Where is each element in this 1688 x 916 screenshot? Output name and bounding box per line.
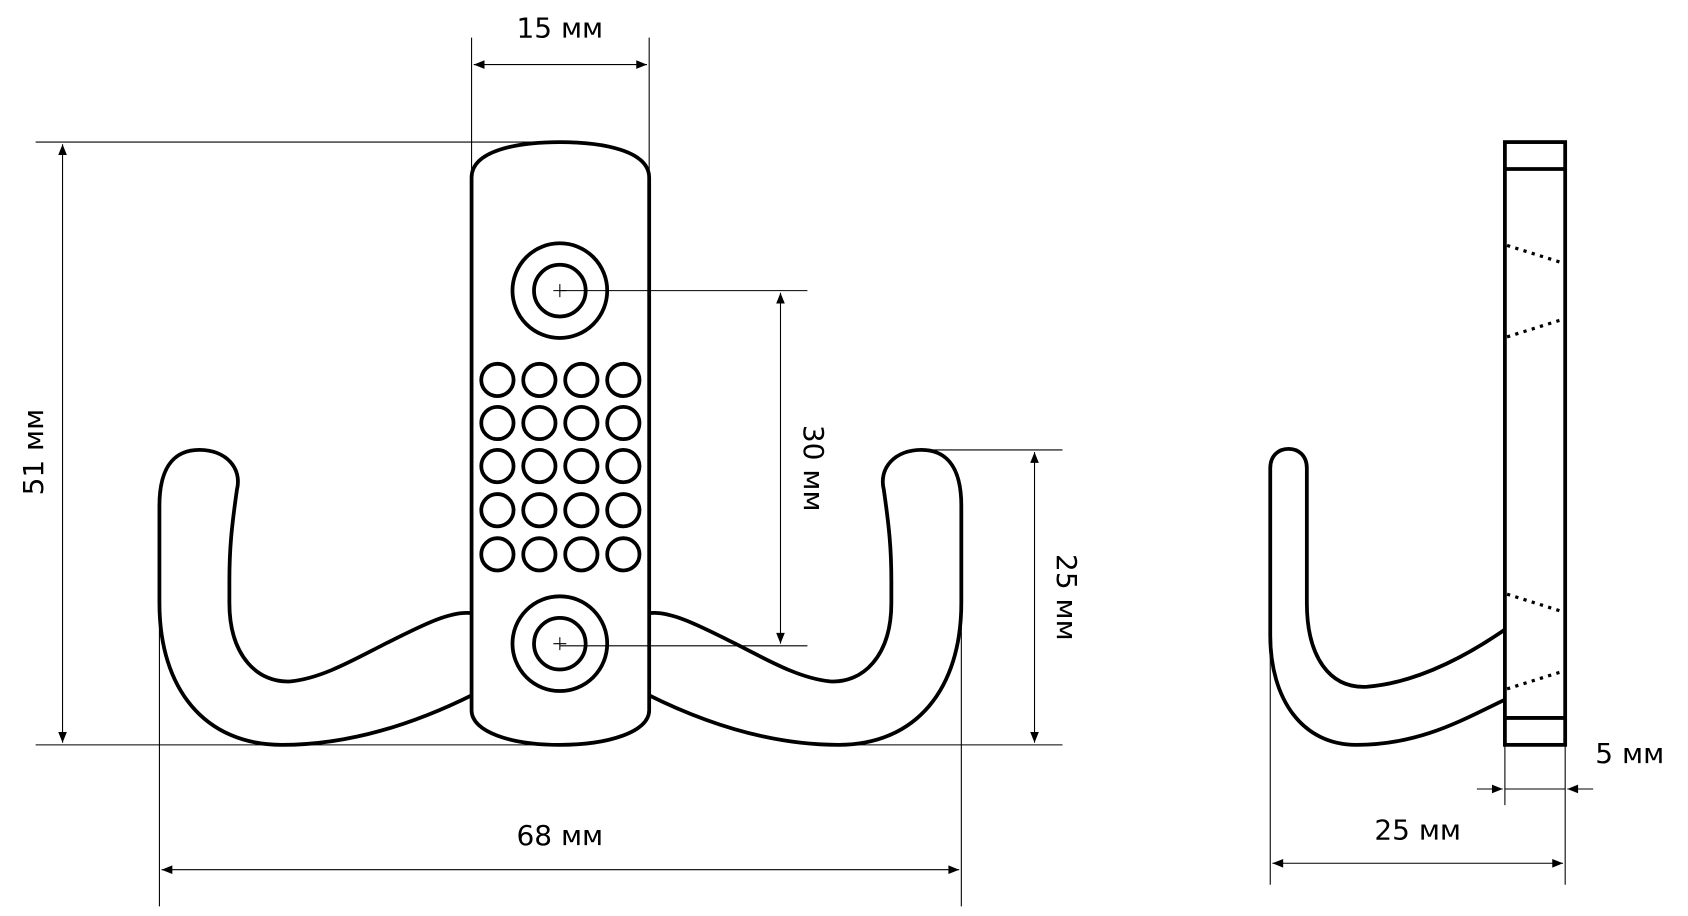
decorative-dot	[563, 492, 600, 529]
decorative-dot	[605, 492, 642, 529]
decorative-dot	[521, 404, 558, 442]
decorative-dot	[521, 448, 558, 485]
total-height-label: 51 мм	[17, 409, 50, 496]
decorative-dot	[521, 536, 558, 573]
decorative-dot	[479, 448, 516, 485]
decorative-dot	[605, 404, 642, 442]
decorative-dot	[605, 361, 642, 398]
decorative-dot	[605, 448, 642, 485]
front-view	[157, 140, 964, 747]
side-view	[1268, 140, 1568, 747]
side-hook-arm	[1268, 446, 1527, 747]
side-plate	[1503, 140, 1568, 747]
decorative-dot	[563, 536, 600, 573]
decorative-dot	[563, 404, 600, 442]
plate-width-label: 15 мм	[516, 12, 603, 45]
decorative-dot	[479, 492, 516, 529]
bottom-screw-hole	[510, 594, 610, 693]
decorative-dot	[479, 404, 516, 442]
hole-spacing-label: 30 мм	[797, 425, 830, 512]
decorative-dot-grid	[479, 361, 642, 573]
decorative-dot	[605, 536, 642, 573]
plate-thickness-label: 5 мм	[1595, 737, 1664, 770]
dimension-labels: 15 мм 51 мм 30 мм 25 мм 68 мм 25 мм 5 мм	[17, 12, 1664, 852]
left-hook-arm	[157, 448, 476, 747]
dimension-lines	[35, 37, 1594, 907]
decorative-dot	[521, 361, 558, 398]
decorative-dot	[479, 361, 516, 398]
decorative-dot	[521, 492, 558, 529]
depth-label: 25 мм	[1374, 814, 1461, 847]
decorative-dot	[563, 361, 600, 398]
total-width-label: 68 мм	[516, 819, 603, 852]
decorative-dot	[563, 448, 600, 485]
hook-height-label: 25 мм	[1050, 554, 1083, 641]
decorative-dot	[479, 536, 516, 573]
